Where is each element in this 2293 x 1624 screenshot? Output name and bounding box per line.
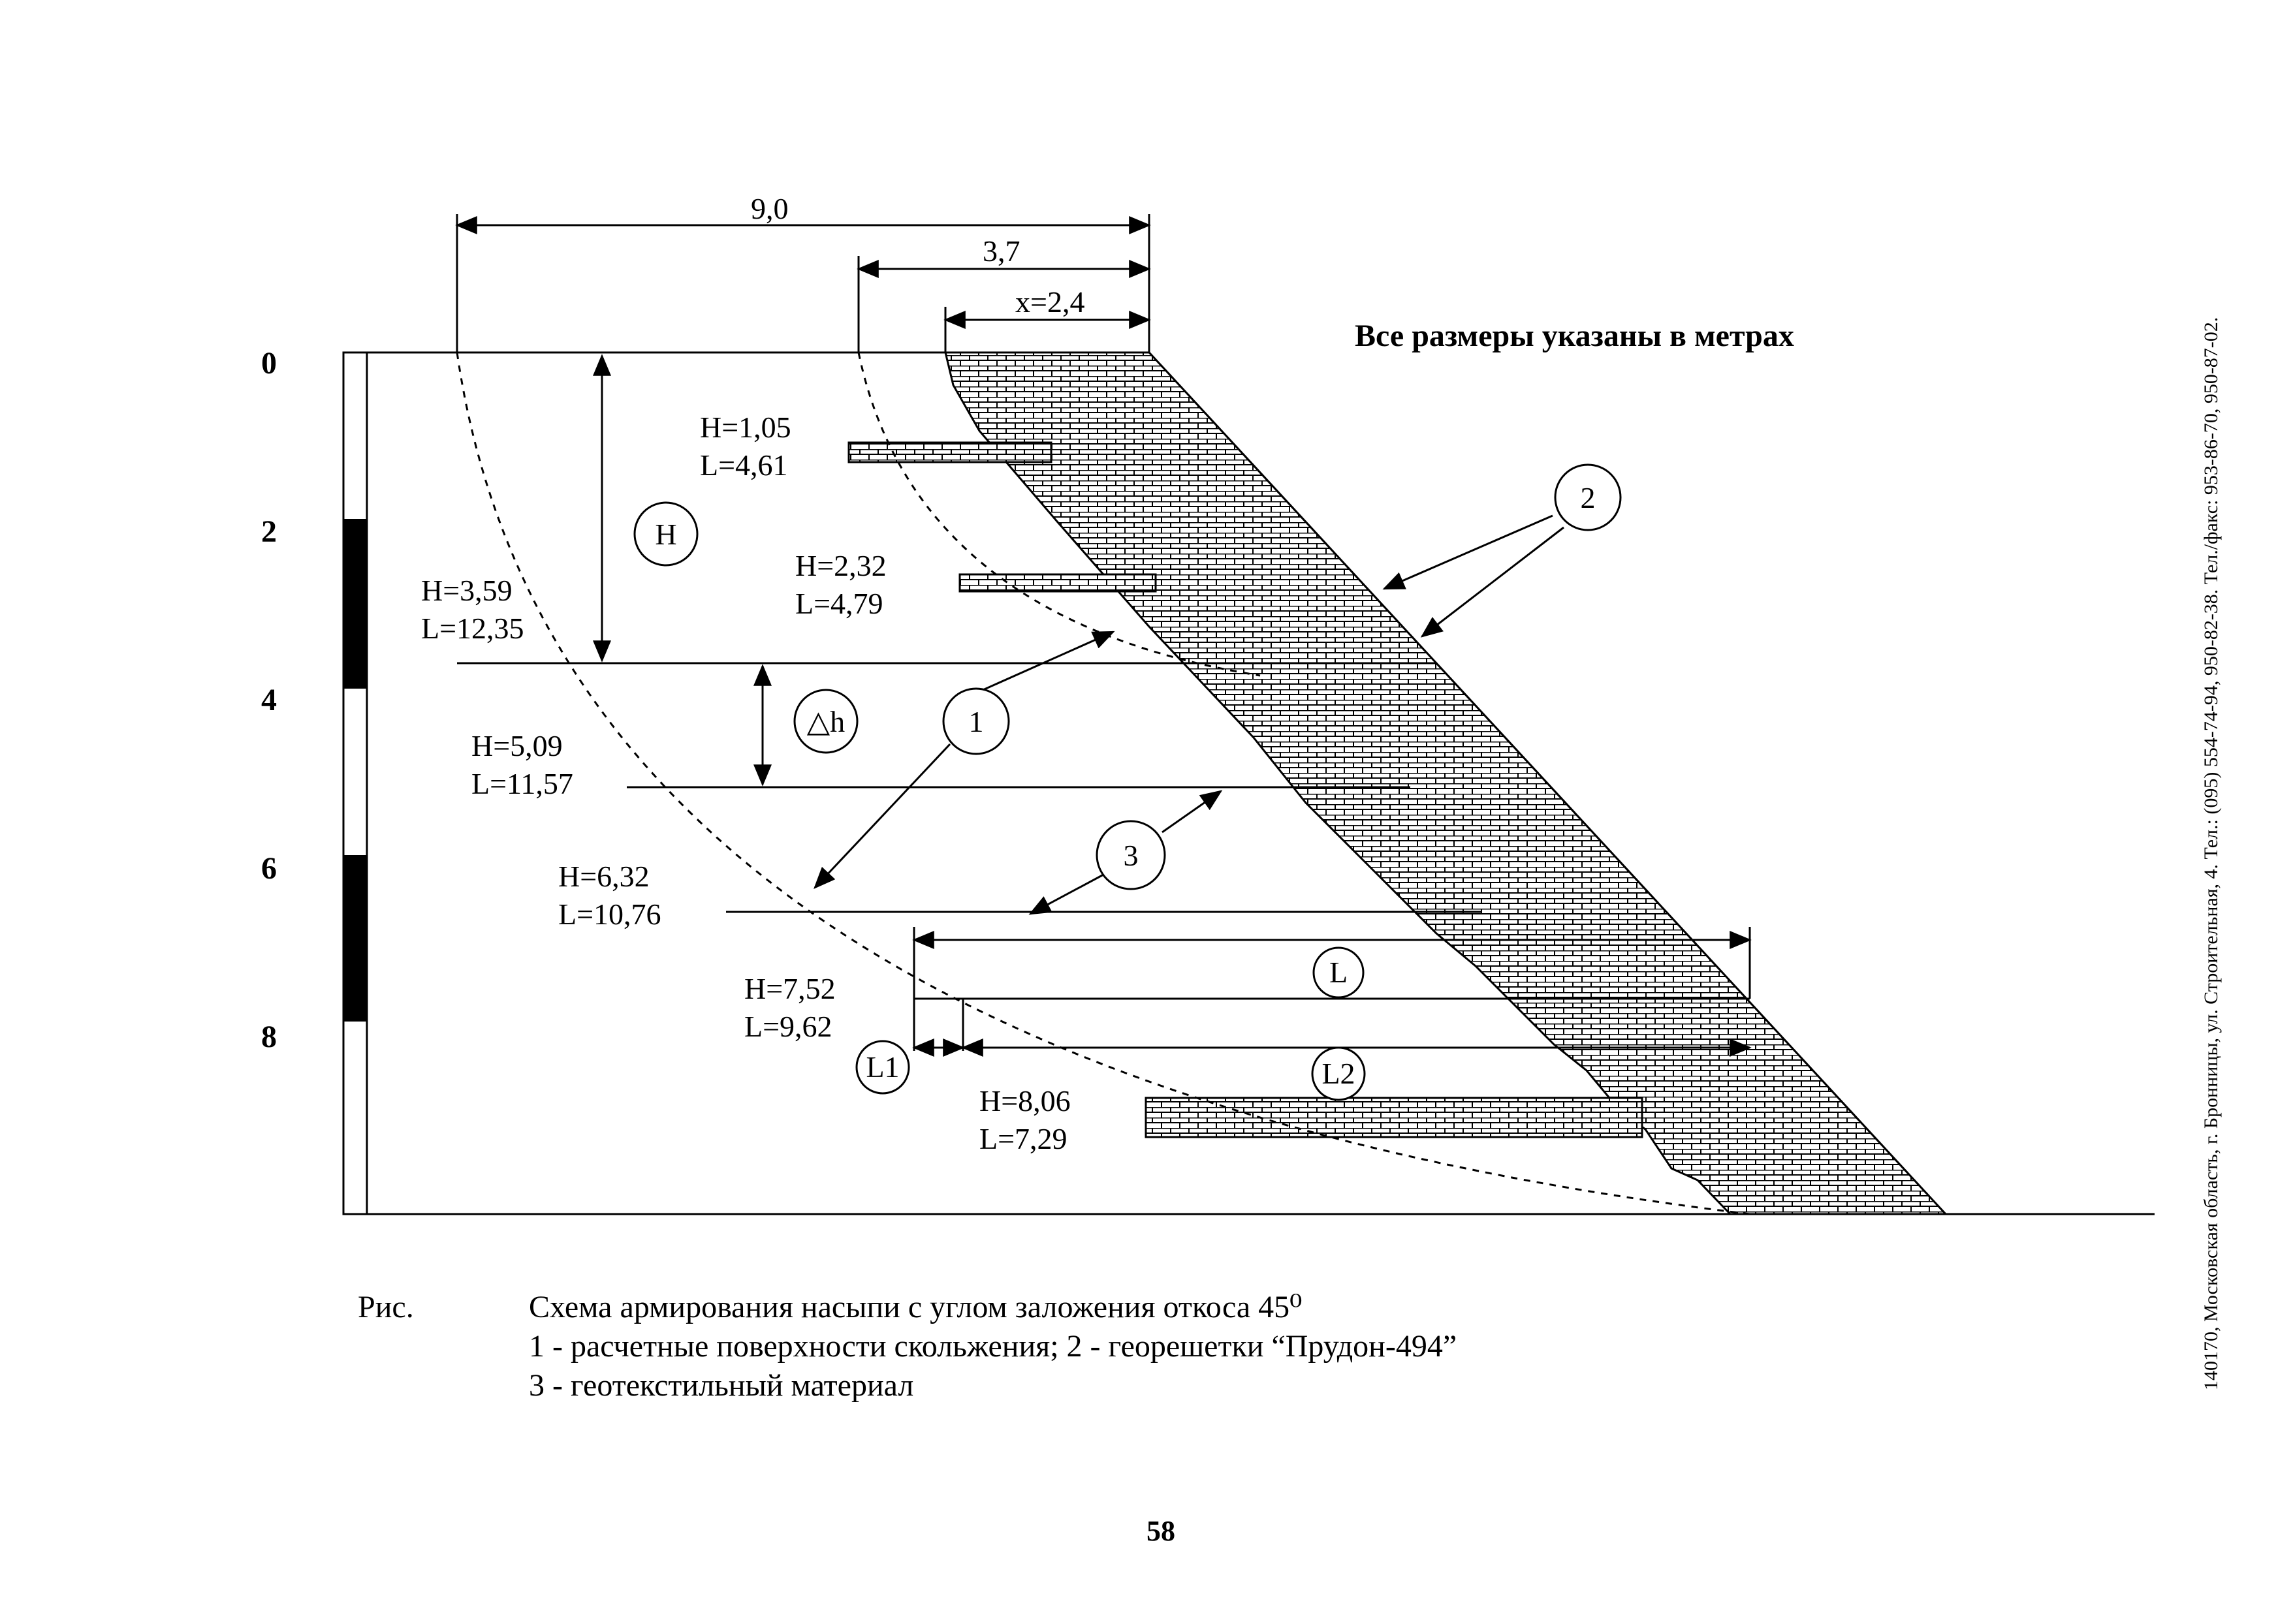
dimension-mid-label: 3,7 — [983, 234, 1020, 268]
callout-1: 1 — [942, 687, 1010, 755]
figure-caption: Схема армирования насыпи с углом заложен… — [529, 1288, 1457, 1405]
side-address-text: 140170, Московская область, г. Бронницы,… — [2200, 317, 2222, 1390]
layer-annotation-6: H=7,52 L=9,62 — [744, 972, 836, 1043]
length-dimensions — [912, 927, 1752, 1057]
layer-annotation-4: H=5,09 L=11,57 — [471, 729, 573, 800]
geogrid-strip-1 — [847, 441, 1052, 463]
layer-2-L: L=4,79 — [795, 587, 883, 620]
slip-surface-outer — [456, 352, 1750, 1215]
scale-label-8: 8 — [261, 1020, 277, 1054]
callout-delta-h-label: △h — [807, 705, 845, 738]
callout-3-label: 3 — [1124, 839, 1139, 872]
callout-delta-h: △h — [793, 689, 859, 754]
scale-label-2: 2 — [261, 514, 277, 549]
layer-1-L: L=4,61 — [700, 448, 788, 482]
callout-2-label: 2 — [1581, 481, 1596, 514]
figure-caption-prefix: Рис. — [358, 1290, 414, 1324]
layer-6-L: L=9,62 — [744, 1010, 832, 1043]
page-number: 58 — [1146, 1515, 1175, 1547]
layer-6-H: H=7,52 — [744, 972, 836, 1005]
layer-3-H: H=3,59 — [421, 574, 513, 607]
callout-H: H — [633, 501, 699, 567]
layer-4-H: H=5,09 — [471, 729, 563, 762]
figure-caption-item-1-2: 1 - расчетные поверхности скольжения; 2 … — [529, 1329, 1457, 1364]
layer-7-H: H=8,06 — [979, 1084, 1071, 1117]
callout-L1-label: L1 — [866, 1050, 899, 1084]
leader-3-up — [1162, 790, 1223, 834]
layer-annotation-5: H=6,32 L=10,76 — [558, 860, 661, 931]
leader-3-down — [1028, 873, 1104, 915]
leader-2-b — [1420, 526, 1564, 638]
layer-annotation-1: H=1,05 L=4,61 — [700, 411, 791, 482]
figure-caption-title: Схема армирования насыпи с углом заложен… — [529, 1290, 1303, 1324]
depth-scale-bar — [342, 351, 368, 1215]
dimension-total-label: 9,0 — [751, 192, 789, 225]
layer-2-H: H=2,32 — [795, 549, 887, 582]
callout-L1: L1 — [855, 1040, 910, 1095]
figure-caption-item-3: 3 - геотекстильный материал — [529, 1368, 914, 1403]
callout-1-label: 1 — [969, 705, 984, 738]
layer-3-L: L=12,35 — [421, 612, 524, 645]
callout-L-label: L — [1329, 956, 1348, 989]
callout-L2-label: L2 — [1321, 1057, 1355, 1090]
scale-label-4: 4 — [261, 683, 277, 717]
layer-5-H: H=6,32 — [558, 860, 650, 893]
callout-3: 3 — [1096, 820, 1166, 890]
layer-annotation-7: H=8,06 L=7,29 — [979, 1084, 1071, 1155]
top-dimensions: 9,0 3,7 x=2,4 — [455, 192, 1151, 352]
callout-L: L — [1312, 946, 1365, 999]
leader-2-a — [1382, 514, 1553, 590]
geogrid-facing-band — [944, 351, 1948, 1215]
geogrid-strip-3 — [1145, 1097, 1643, 1138]
callout-L2: L2 — [1311, 1046, 1366, 1101]
layer-1-H: H=1,05 — [700, 411, 791, 444]
dimension-x-label: x=2,4 — [1015, 285, 1084, 319]
layer-annotation-3: H=3,59 L=12,35 — [421, 574, 524, 645]
callout-H-label: H — [655, 518, 676, 551]
scale-label-0: 0 — [261, 346, 277, 381]
depth-scale-labels: 0 2 4 6 8 — [261, 346, 277, 1054]
leader-1-down — [814, 743, 951, 890]
layer-7-L: L=7,29 — [979, 1122, 1067, 1155]
scale-label-6: 6 — [261, 851, 277, 886]
units-note: Все размеры указаны в метрах — [1355, 319, 1794, 353]
layer-5-L: L=10,76 — [558, 898, 661, 931]
layer-4-L: L=11,57 — [471, 767, 573, 800]
callout-2: 2 — [1554, 463, 1622, 531]
layer-annotation-2: H=2,32 L=4,79 — [795, 549, 887, 620]
geogrid-strip-2 — [958, 573, 1157, 593]
